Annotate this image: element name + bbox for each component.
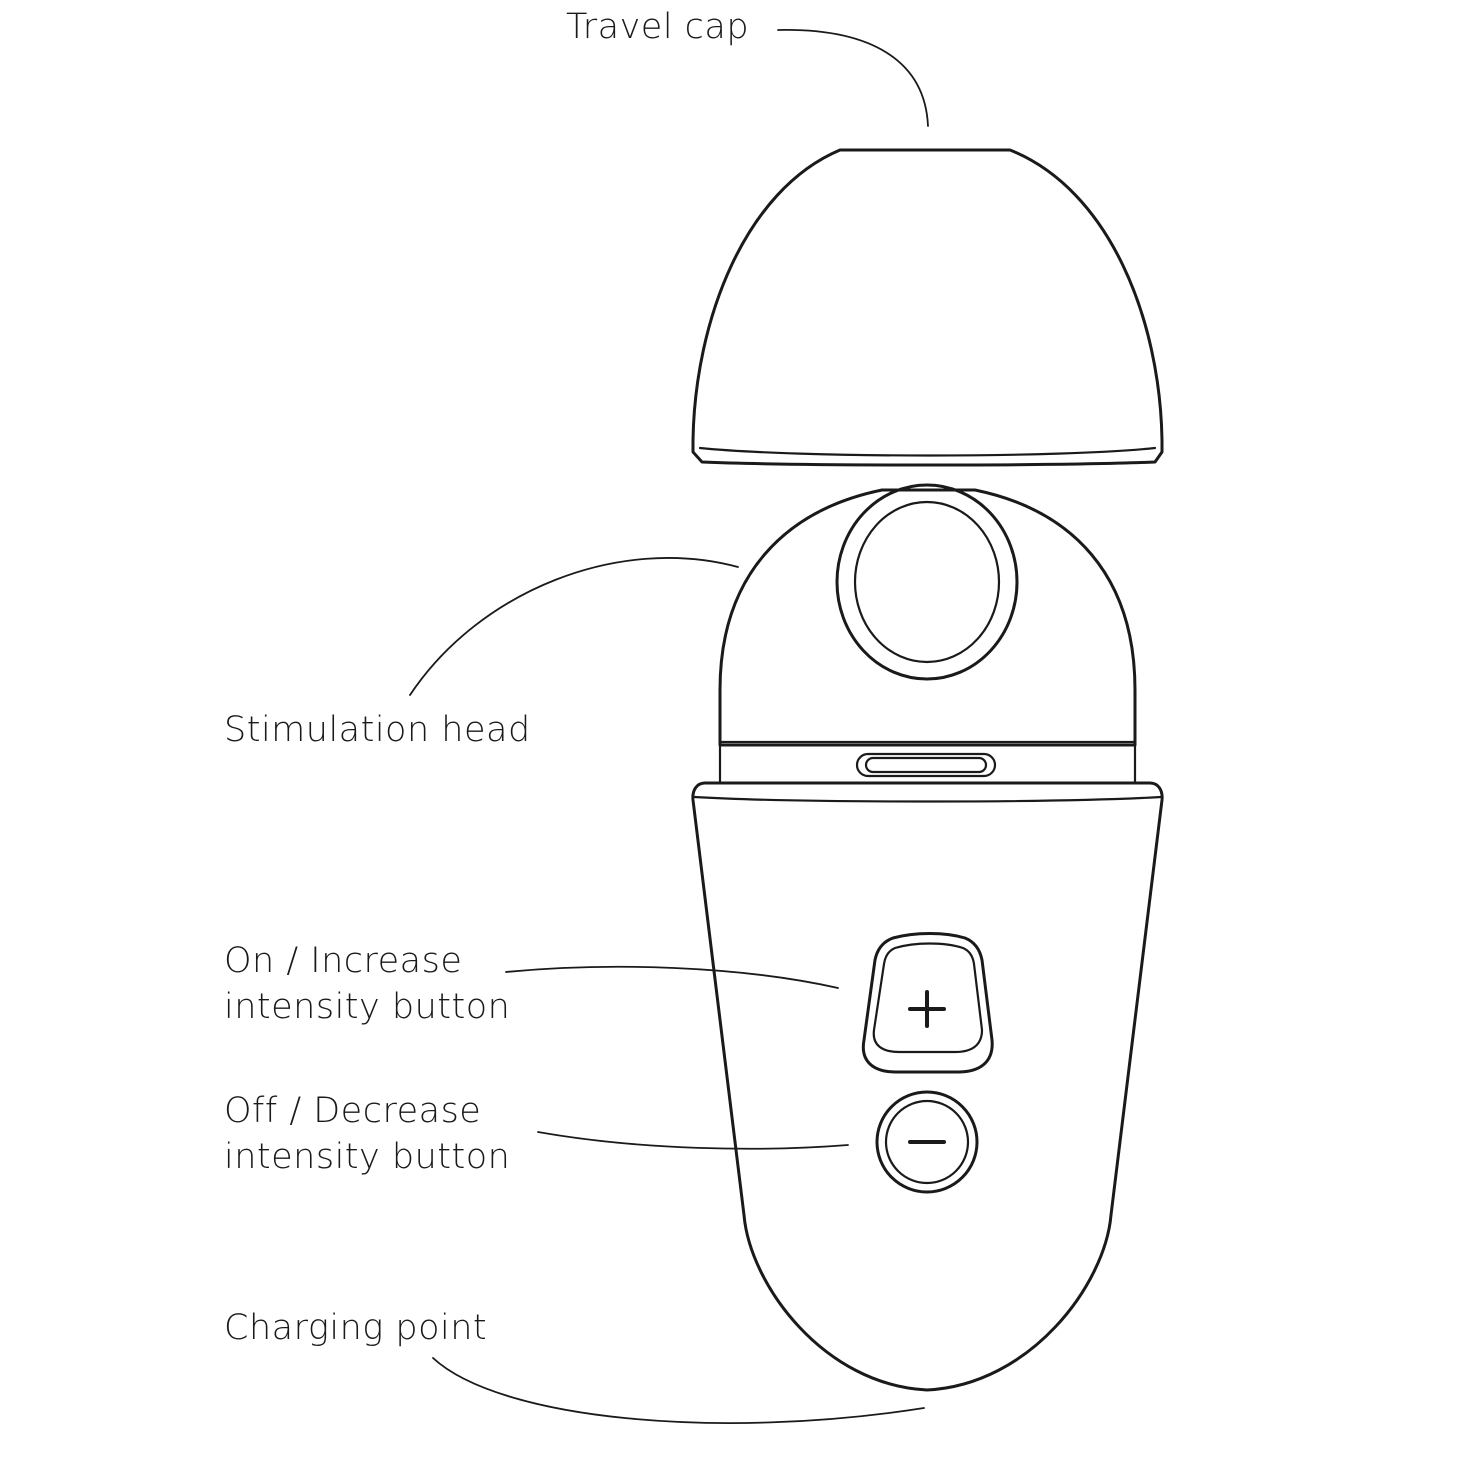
label-off-decrease-line1: Off / Decrease <box>224 1091 482 1131</box>
leader-off-decrease <box>537 1131 849 1150</box>
stimulation-opening <box>835 483 1019 681</box>
leader-stimulation-head <box>409 557 739 696</box>
label-on-increase-line1: On / Increase <box>224 941 463 981</box>
stimulation-head <box>718 483 1137 784</box>
label-charging-point: Charging point <box>224 1308 488 1348</box>
leader-charging-point <box>432 1357 925 1424</box>
label-off-decrease-line2: intensity button <box>224 1137 511 1177</box>
leader-travel-cap <box>777 29 929 127</box>
charging-slot-inner <box>864 756 988 774</box>
charging-slot-outer <box>855 752 997 778</box>
plus-button[interactable] <box>861 932 994 1074</box>
minus-button[interactable] <box>875 1090 979 1194</box>
label-stimulation-head: Stimulation head <box>224 710 531 750</box>
travel-cap <box>691 148 1164 467</box>
leader-on-increase <box>505 965 839 989</box>
handle-body <box>691 781 1164 1392</box>
label-on-increase-line2: intensity button <box>224 987 511 1027</box>
label-travel-cap: Travel cap <box>566 7 750 47</box>
plus-icon <box>908 990 946 1028</box>
